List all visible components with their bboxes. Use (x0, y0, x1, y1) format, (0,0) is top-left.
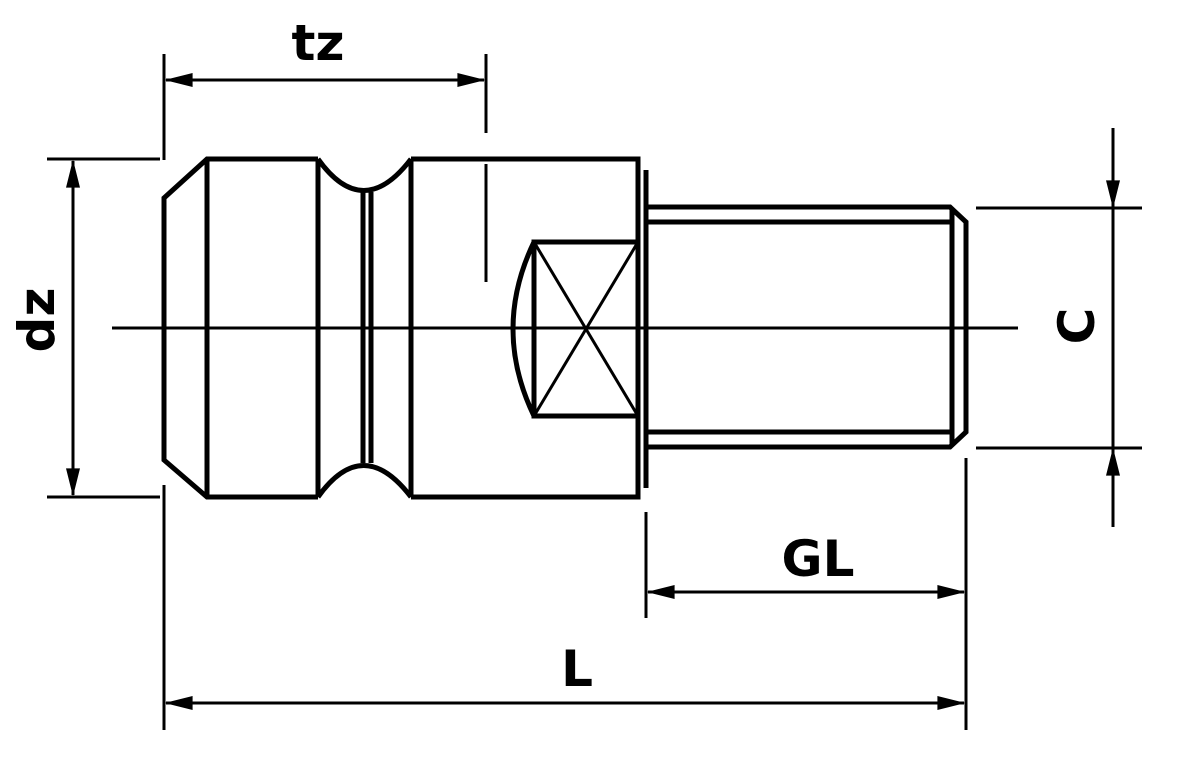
label-gl: GL (782, 530, 855, 588)
groove-bottom-arc (315, 463, 413, 499)
label-tz: tz (291, 14, 344, 72)
label-l: L (561, 640, 593, 698)
label-dz: dz (8, 288, 66, 353)
label-c: C (1048, 308, 1106, 345)
dimension-lines (47, 54, 1142, 730)
groove-top-arc (315, 157, 413, 193)
